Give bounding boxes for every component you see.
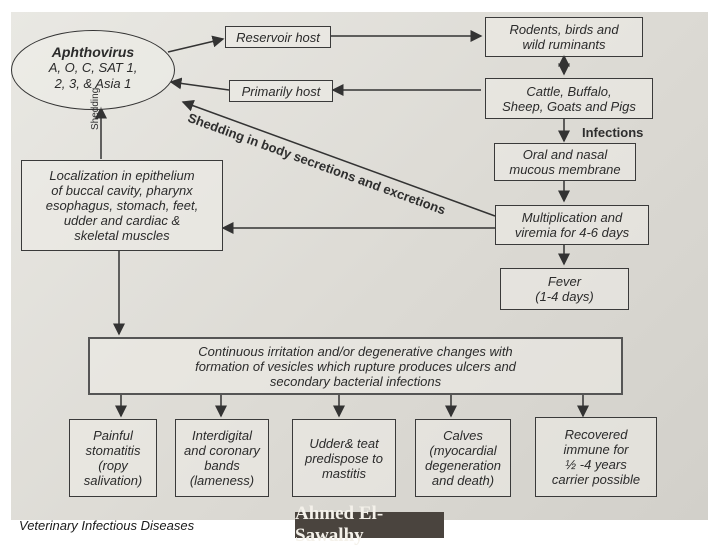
diagram-photo: Aphthovirus A, O, C, SAT 1, 2, 3, & Asia… [11,12,708,520]
flow-arrows [95,30,589,418]
infections-label: Infections [582,125,644,140]
localization-box: Localization in epithelium of buccal cav… [21,160,223,251]
multiplication-box: Multiplication and viremia for 4-6 days [495,205,649,245]
fever-box: Fever (1-4 days) [500,268,629,310]
rodents-box: Rodents, birds and wild ruminants [485,17,643,57]
aphthovirus-title: Aphthovirus [51,44,135,60]
author-logo: Ahmed El-Sawalhy [295,503,444,546]
reservoir-host-box: Reservoir host [225,26,331,48]
course-footer: Veterinary Infectious Diseases [19,518,195,533]
outcome-painful-stomatitis: Painful stomatitis (ropy salivation) [69,419,157,497]
aphthovirus-node: Aphthovirus A, O, C, SAT 1, 2, 3, & Asia… [11,30,175,110]
outcome-interdigital-lameness: Interdigital and coronary bands (lamenes… [175,419,269,497]
cattle-box: Cattle, Buffalo, Sheep, Goats and Pigs [485,78,653,119]
outcome-recovered-carrier: Recovered immune for ½ -4 years carrier … [535,417,657,497]
shedding-vertical-label: Shedding [90,87,101,130]
outcome-udder-mastitis: Udder& teat predispose to mastitis [292,419,396,497]
oral-mucous-box: Oral and nasal mucous membrane [494,143,636,181]
continuous-irritation-box: Continuous irritation and/or degenerativ… [88,337,623,395]
primarily-host-box: Primarily host [229,80,333,102]
outcome-calves-death: Calves (myocardial degeneration and deat… [415,419,511,497]
aphthovirus-serotypes: A, O, C, SAT 1, 2, 3, & Asia 1 [48,60,138,91]
